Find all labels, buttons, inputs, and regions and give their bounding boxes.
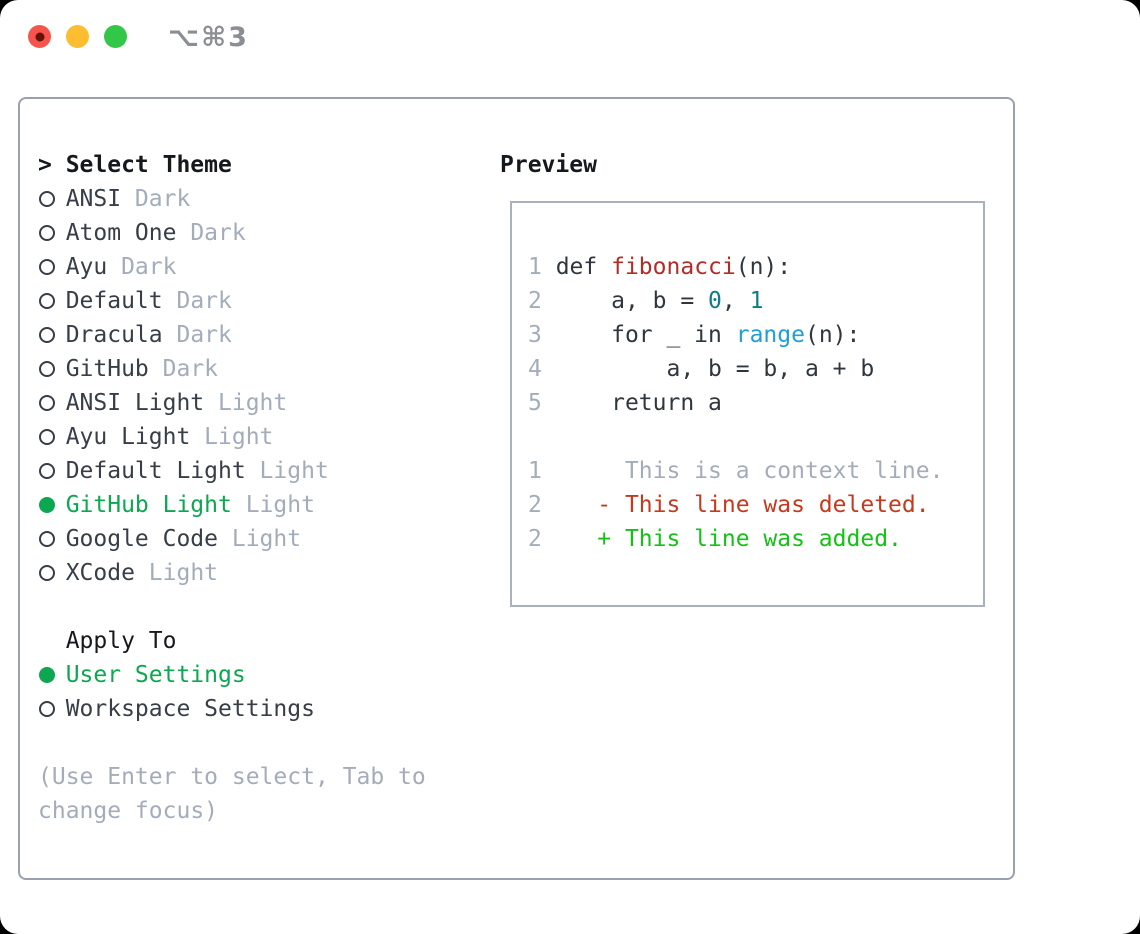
- theme-name: Dracula: [65, 322, 163, 348]
- theme-option-default-light[interactable]: Default Light Light: [38, 454, 426, 488]
- preview-title: Preview: [500, 152, 597, 178]
- theme-option-atom-one[interactable]: Atom One Dark: [38, 216, 426, 250]
- theme-variant-hint: Dark: [121, 186, 191, 212]
- select-theme-title: Select Theme: [65, 152, 232, 178]
- theme-option-ansi-light[interactable]: ANSI Light Light: [38, 386, 426, 420]
- theme-variant-hint: Light: [245, 458, 329, 484]
- titlebar: ⌥⌘3: [0, 0, 1140, 75]
- select-theme-header: > Select Theme: [38, 148, 426, 182]
- radio-unselected-icon: [38, 454, 66, 488]
- spacer: [38, 590, 426, 624]
- theme-option-github[interactable]: GitHub Dark: [38, 352, 426, 386]
- code-line: 2 + This line was added.: [528, 526, 902, 552]
- radio-unselected-icon: [38, 386, 66, 420]
- theme-option-github-light[interactable]: GitHub Light Light: [38, 488, 426, 522]
- keyboard-hint: (Use Enter to select, Tab to change focus…: [38, 760, 426, 828]
- apply-to-title: Apply To: [65, 628, 177, 654]
- theme-variant-hint: Light: [231, 492, 315, 518]
- apply-option-user-settings[interactable]: User Settings: [38, 658, 426, 692]
- close-button[interactable]: [28, 25, 51, 48]
- theme-option-google-code[interactable]: Google Code Light: [38, 522, 426, 556]
- code-line: 1 def fibonacci(n):: [528, 254, 792, 280]
- code-line: 1 This is a context line.: [528, 458, 944, 484]
- preview-box: 1 def fibonacci(n): 2 a, b = 0, 1 3 for _ …: [510, 201, 985, 607]
- hint-line: change focus): [38, 798, 219, 824]
- radio-selected-icon: [38, 658, 66, 692]
- theme-name: XCode: [65, 560, 135, 586]
- radio-unselected-icon: [38, 420, 66, 454]
- code-line: 2 a, b = 0, 1: [528, 288, 764, 314]
- code-preview: 1 def fibonacci(n): 2 a, b = 0, 1 3 for _ …: [512, 203, 983, 556]
- code-line: 4 a, b = b, a + b: [528, 356, 875, 382]
- theme-variant-hint: Dark: [162, 322, 232, 348]
- radio-unselected-icon: [38, 522, 66, 556]
- theme-variant-hint: Dark: [148, 356, 219, 382]
- theme-name: GitHub: [65, 356, 149, 382]
- theme-option-ayu[interactable]: Ayu Dark: [38, 250, 426, 284]
- radio-unselected-icon: [38, 284, 66, 318]
- theme-option-default[interactable]: Default Dark: [38, 284, 426, 318]
- apply-option-workspace-settings[interactable]: Workspace Settings: [38, 692, 426, 726]
- theme-name: Default Light: [65, 458, 246, 484]
- apply-to-header: Apply To: [38, 624, 426, 658]
- selection-caret-icon: >: [38, 152, 52, 178]
- theme-option-ansi[interactable]: ANSI Dark: [38, 182, 426, 216]
- theme-name: Google Code: [65, 526, 219, 552]
- window-shortcut-label: ⌥⌘3: [168, 22, 249, 53]
- theme-variant-hint: Light: [134, 560, 219, 586]
- code-line: 2 - This line was deleted.: [528, 492, 930, 518]
- theme-name: Ayu Light: [65, 424, 191, 450]
- theme-variant-hint: Dark: [162, 288, 232, 314]
- code-line: 3 for _ in range(n):: [528, 322, 861, 348]
- traffic-lights: [28, 25, 127, 48]
- theme-name: Atom One: [65, 220, 177, 246]
- minimize-button[interactable]: [66, 25, 89, 48]
- radio-unselected-icon: [38, 318, 66, 352]
- apply-option-label: Workspace Settings: [65, 696, 315, 722]
- radio-unselected-icon: [38, 692, 66, 726]
- theme-variant-hint: Light: [190, 424, 274, 450]
- theme-name: GitHub Light: [65, 492, 232, 518]
- radio-selected-icon: [38, 488, 66, 522]
- radio-unselected-icon: [38, 556, 66, 590]
- theme-variant-hint: Dark: [176, 220, 246, 246]
- theme-name: ANSI Light: [65, 390, 205, 416]
- theme-name: Default: [65, 288, 163, 314]
- zoom-button[interactable]: [104, 25, 127, 48]
- blank-line: [528, 420, 983, 454]
- theme-option-ayu-light[interactable]: Ayu Light Light: [38, 420, 426, 454]
- radio-unselected-icon: [38, 182, 66, 216]
- theme-variant-hint: Dark: [107, 254, 177, 280]
- code-line: 5 return a: [528, 390, 722, 416]
- spacer: [38, 726, 426, 760]
- apply-option-label: User Settings: [65, 662, 246, 688]
- theme-option-xcode[interactable]: XCode Light: [38, 556, 426, 590]
- radio-unselected-icon: [38, 352, 66, 386]
- theme-variant-hint: Light: [218, 526, 302, 552]
- theme-option-dracula[interactable]: Dracula Dark: [38, 318, 426, 352]
- theme-name: ANSI: [65, 186, 122, 212]
- radio-unselected-icon: [38, 216, 66, 250]
- hint-line: (Use Enter to select, Tab to: [38, 764, 426, 790]
- radio-unselected-icon: [38, 250, 66, 284]
- theme-name: Ayu: [65, 254, 108, 280]
- theme-variant-hint: Light: [204, 390, 288, 416]
